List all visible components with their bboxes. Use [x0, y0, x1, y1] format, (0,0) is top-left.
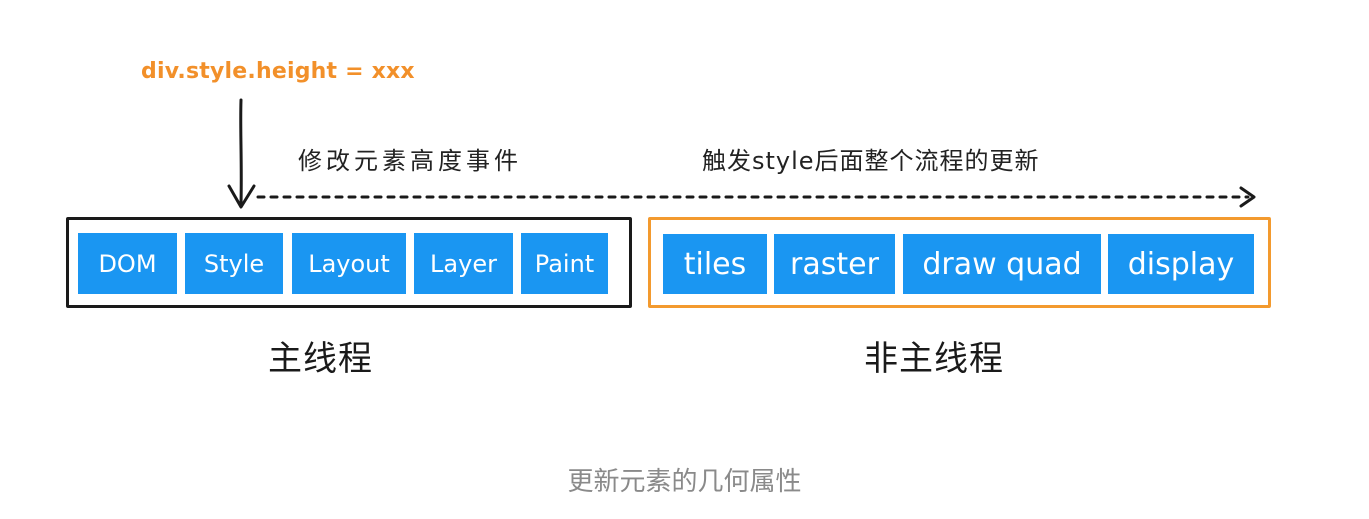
non-main-thread-label: 非主线程 — [864, 339, 1004, 379]
figure-caption: 更新元素的几何属性 — [567, 467, 802, 497]
main-thread-group — [66, 217, 632, 308]
stage-display: display — [1108, 234, 1254, 294]
stage-style: Style — [185, 233, 283, 294]
stage-paint: Paint — [521, 233, 608, 294]
down-arrow-head — [227, 184, 256, 209]
main-thread-label: 主线程 — [268, 339, 373, 379]
non-main-thread-group — [648, 217, 1271, 308]
annotation-modify-height: 修改元素高度事件 — [298, 147, 522, 175]
right-arrow-head — [1239, 186, 1256, 208]
stage-dom: DOM — [78, 233, 177, 294]
down-arrow-icon — [239, 98, 243, 206]
stage-draw-quad: draw quad — [903, 234, 1101, 294]
stage-tiles: tiles — [663, 234, 767, 294]
stage-layout: Layout — [292, 233, 406, 294]
code-label: div.style.height = xxx — [141, 59, 415, 84]
stage-layer: Layer — [414, 233, 513, 294]
stage-raster: raster — [774, 234, 895, 294]
annotation-trigger-update: 触发style后面整个流程的更新 — [702, 147, 1040, 175]
